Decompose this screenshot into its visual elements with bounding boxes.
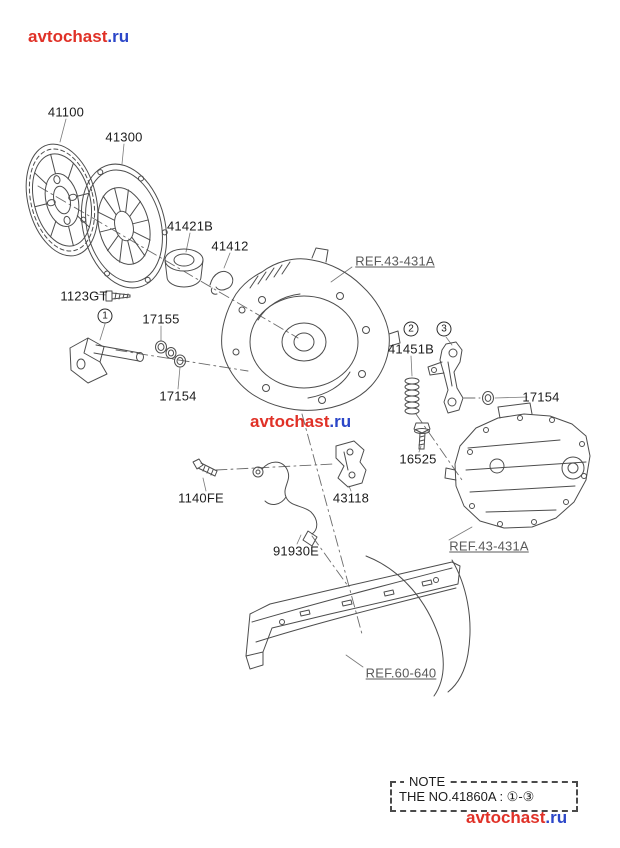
watermark-center: avtochast.ru bbox=[250, 412, 351, 432]
bolt-1140fe-drawing bbox=[192, 458, 218, 477]
clutch-fork-drawing bbox=[427, 341, 464, 414]
part-label-41421b: 41421B bbox=[166, 218, 214, 234]
ref-label-43-431a-bottom: REF.43-431A bbox=[449, 538, 529, 554]
watermark-tld: .ru bbox=[329, 412, 352, 431]
part-label-17154-left: 17154 bbox=[159, 388, 197, 404]
callout-3: 3 bbox=[436, 321, 452, 337]
plug-drawing bbox=[482, 391, 494, 405]
part-label-17154-right: 17154 bbox=[522, 389, 560, 405]
transmission-drawing bbox=[444, 402, 591, 529]
part-label-1140fe: 1140FE bbox=[178, 490, 224, 506]
part-label-43118: 43118 bbox=[332, 490, 370, 506]
watermark-bottom-right: avtochast.ru bbox=[466, 808, 567, 828]
note-text: THE NO.41860A : ①-③ bbox=[399, 789, 535, 804]
clutch-cover-drawing bbox=[80, 163, 168, 289]
seal-rings-drawing bbox=[155, 340, 186, 368]
part-label-41300: 41300 bbox=[105, 129, 143, 145]
part-label-91930e: 91930E bbox=[272, 543, 320, 559]
watermark-tld: .ru bbox=[545, 808, 568, 827]
watermark-top-left: avtochast.ru bbox=[28, 27, 129, 47]
part-label-41100: 41100 bbox=[47, 104, 85, 120]
watermark-brand: avtochast bbox=[466, 808, 546, 827]
note-title: NOTE bbox=[404, 774, 451, 789]
earth-cable-drawing bbox=[252, 461, 318, 547]
release-bearing-drawing bbox=[164, 248, 204, 288]
leader-lines bbox=[59, 118, 528, 668]
retainer-clip-drawing bbox=[209, 271, 234, 295]
bell-housing-drawing bbox=[221, 247, 401, 411]
release-fork-shaft-drawing bbox=[69, 337, 144, 384]
part-label-17155: 17155 bbox=[142, 311, 180, 327]
ref-label-43-431a-top: REF.43-431A bbox=[355, 253, 435, 269]
return-spring-drawing bbox=[404, 377, 420, 415]
bolt-1123gt-drawing bbox=[105, 290, 131, 302]
callout-1: 1 bbox=[97, 308, 113, 324]
part-label-16525: 16525 bbox=[399, 451, 437, 467]
watermark-tld: .ru bbox=[107, 27, 130, 46]
callout-2: 2 bbox=[403, 321, 419, 337]
clutch-disc-drawing bbox=[25, 143, 99, 257]
bolt-16525-drawing bbox=[413, 422, 431, 450]
crossmember-drawing bbox=[245, 555, 471, 697]
watermark-brand: avtochast bbox=[250, 412, 330, 431]
part-label-41412: 41412 bbox=[211, 238, 249, 254]
watermark-brand: avtochast bbox=[28, 27, 108, 46]
part-label-41451b: 41451B bbox=[387, 341, 435, 357]
note-box: NOTE THE NO.41860A : ①-③ bbox=[390, 774, 578, 812]
part-label-1123gt: 1123GT bbox=[60, 288, 108, 304]
bracket-drawing bbox=[335, 440, 367, 488]
ref-label-60-640: REF.60-640 bbox=[365, 665, 437, 681]
